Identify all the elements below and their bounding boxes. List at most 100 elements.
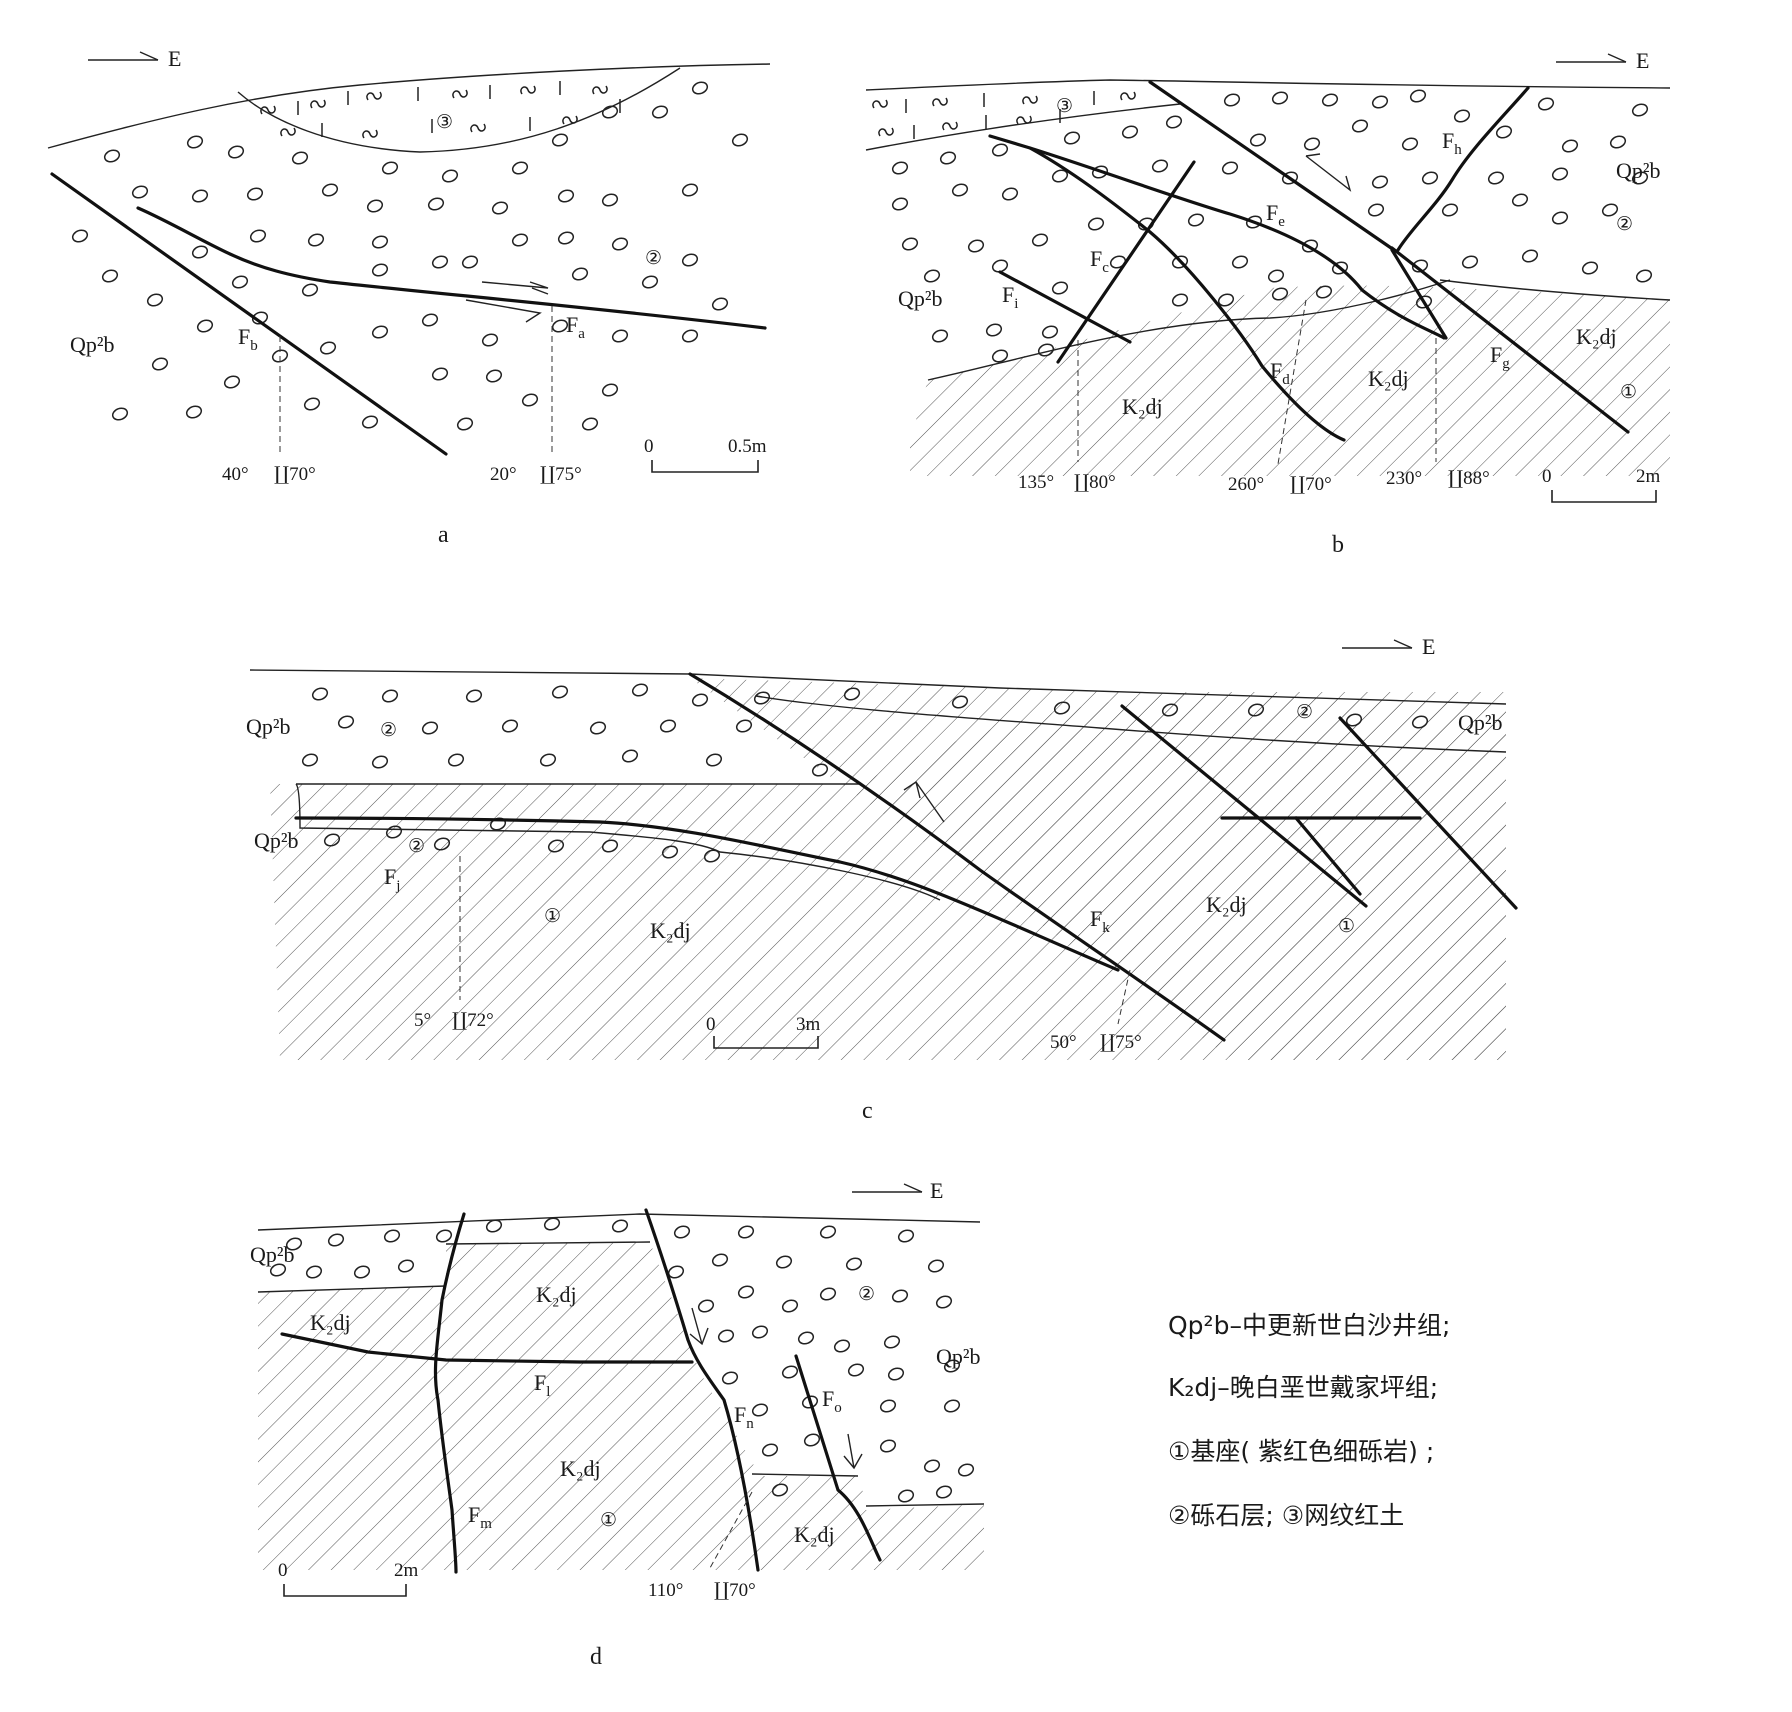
unit-label-qp-c-right: Qp²b: [1458, 710, 1502, 735]
unconformity-b: [927, 279, 1451, 381]
fault-fa-main: F: [566, 312, 578, 337]
gravel-base-d-mid: [751, 1473, 859, 1477]
unit-label-k-b-mid: K₂dj: [1368, 366, 1409, 391]
fault-fm-main: F: [468, 1502, 480, 1527]
panel-a: E: [47, 46, 771, 548]
scale-bar-b: [1551, 490, 1657, 503]
unit-label-k-c: K₂dj: [650, 918, 691, 943]
scale-b-end: 2m: [1636, 466, 1661, 487]
dip-guide-d1: [709, 1491, 753, 1569]
fault-fi-label: Fi: [1002, 282, 1018, 312]
fault-fb-line: [50, 172, 448, 456]
unit-3-marker: ③: [436, 112, 453, 133]
attitude-c1-dir: 5°: [414, 1010, 431, 1031]
unit-label-k-d-top: K₂dj: [536, 1282, 577, 1307]
fault-fd-sub: d: [1282, 372, 1290, 388]
motion-arrow-d1: [689, 1307, 709, 1346]
unit-label-k-b: K₂dj: [1122, 394, 1163, 419]
fault-fg-main: F: [1490, 342, 1502, 367]
fault-fg-sub: g: [1502, 356, 1510, 372]
motion-arrow-d2: [843, 1433, 863, 1470]
fault-fn-main: F: [734, 1402, 746, 1427]
fault-fl-label: Fl: [534, 1370, 550, 1400]
unit-2c-marker-c: ②: [1296, 702, 1313, 723]
fault-fc-label: Fc: [1090, 246, 1109, 276]
bedrock-hatch-c-upper: [690, 678, 1506, 1060]
unit-3-marker-b: ③: [1056, 96, 1073, 117]
fault-fh-upper: [1148, 80, 1396, 252]
fault-fi-sub: i: [1014, 296, 1018, 312]
fault-fa-line: [136, 206, 767, 330]
motion-arrow-upper: [481, 281, 549, 289]
unit-label-k-d-right: K₂dj: [794, 1522, 835, 1547]
fault-fc-main: F: [1090, 246, 1102, 271]
fault-fe-main: F: [1266, 200, 1278, 225]
gravel-base-c-right: [755, 695, 1507, 753]
fault-fb-label: Fb: [238, 324, 258, 354]
unit-label-k-b-right: K₂dj: [1576, 324, 1617, 349]
caption-c: c: [862, 1098, 873, 1124]
unit-1b-marker-c: ①: [1338, 916, 1355, 937]
attitude-b2-dir: 260°: [1228, 474, 1264, 495]
panel-d: E Qp²b: [250, 1178, 985, 1670]
fault-fo-sub: o: [834, 1400, 842, 1416]
fault-fh-label: Fh: [1442, 128, 1462, 158]
scale-a-end: 0.5m: [728, 436, 767, 457]
east-arrow-head-b: [1607, 53, 1627, 63]
east-label-d: E: [930, 1178, 943, 1203]
unit-label-qp-b: Qp²b: [898, 286, 942, 311]
fault-fm-line: [433, 1212, 466, 1574]
east-arrow-head-d: [903, 1183, 923, 1193]
fault-fd-label: Fd: [1270, 358, 1290, 388]
red-soil-symbols-b: [872, 90, 1136, 140]
attitude-d1-dir: 110°: [648, 1580, 683, 1601]
attitude-1-dir: 40°: [222, 464, 249, 485]
legend: Qp²b–中更新世白沙井组; K₂dj–晚白垩世戴家坪组; ①基座( 紫红色细砾…: [1168, 1311, 1450, 1530]
fault-fh-line: [1396, 86, 1530, 252]
fault-fk-line: [688, 672, 1226, 1042]
scale-c-end: 3m: [796, 1014, 821, 1035]
east-arrow-head: [139, 51, 159, 61]
ground-surface: [47, 63, 771, 149]
fault-c-branch: [1294, 816, 1362, 896]
attitude-d1-dip: ∐70°: [714, 1580, 756, 1601]
fault-fn-sub: n: [746, 1416, 754, 1432]
red-soil-base-b: [865, 103, 1181, 151]
scale-bar-a: [651, 460, 759, 473]
attitude-2-dir: 20°: [490, 464, 517, 485]
panel-c: E Qp²b Qp²b Qp²b K: [246, 634, 1518, 1124]
east-label: E: [168, 46, 181, 71]
unit-label-qp-c2: Qp²b: [254, 828, 298, 853]
dip-guide-b2: [1277, 299, 1307, 465]
scale-a-start: 0: [644, 436, 654, 457]
fault-fj-sub: j: [395, 878, 400, 894]
fault-fk-sub: k: [1102, 920, 1110, 936]
caption-a: a: [438, 522, 449, 548]
caption-b: b: [1332, 532, 1344, 558]
unit-label-k-d-mid: K₂dj: [560, 1456, 601, 1481]
fault-fc-line: [1056, 160, 1196, 364]
unit-label-qp: Qp²b: [70, 332, 114, 357]
unit-label-qp-d: Qp²b: [250, 1242, 294, 1267]
motion-arrow-c: [903, 780, 945, 823]
ground-surface-c: [249, 669, 1507, 705]
fault-fo-main: F: [822, 1386, 834, 1411]
gravel-base-d-top: [445, 1241, 651, 1245]
legend-line-2: K₂dj–晚白垩世戴家坪组;: [1168, 1373, 1438, 1402]
fault-fe-sub: e: [1278, 214, 1285, 230]
fault-fd-main: F: [1270, 358, 1282, 383]
unit-label-qp-d-right: Qp²b: [936, 1344, 980, 1369]
unit-1-marker-b: ①: [1620, 382, 1637, 403]
fault-fg-line: [1390, 246, 1630, 434]
fault-fk-main: F: [1090, 906, 1102, 931]
caption-d: d: [590, 1644, 602, 1670]
fault-fj-main: F: [384, 864, 396, 889]
fault-fh-main: F: [1442, 128, 1454, 153]
scale-b-start: 0: [1542, 466, 1552, 487]
ground-surface-b: [865, 79, 1671, 91]
fault-fo-line: [794, 1354, 882, 1562]
fault-fc-sub: c: [1102, 260, 1109, 276]
fault-fh-sub: h: [1454, 142, 1462, 158]
panel-b: E: [865, 48, 1671, 558]
